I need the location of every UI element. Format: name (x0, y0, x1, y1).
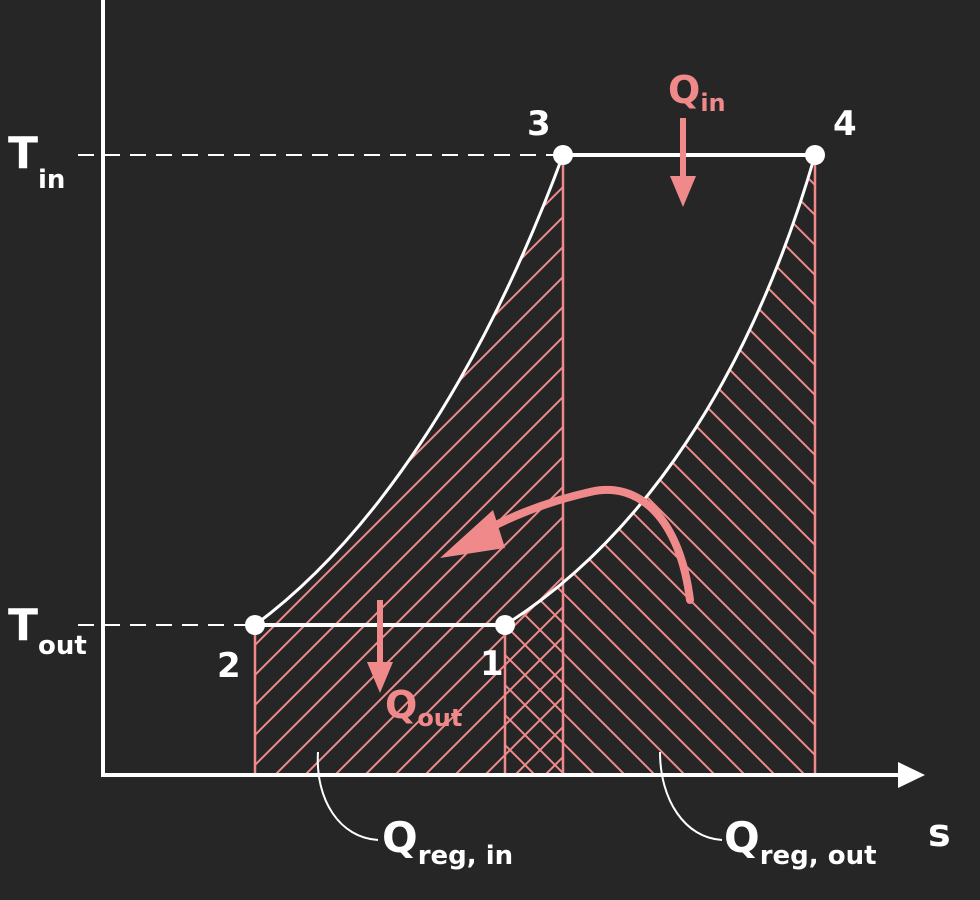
q-in-label-sub: in (700, 89, 725, 117)
q-out-label-sub: out (417, 704, 462, 732)
point-label-3: 3 (527, 104, 551, 144)
q-reg-out-label-main: Q (724, 813, 760, 862)
point-label-4: 4 (833, 104, 857, 144)
regeneration-arrow-head (440, 510, 505, 558)
q-reg-in-label-main: Q (382, 813, 418, 862)
q-out-label: Qout (385, 683, 462, 732)
state-point-1 (495, 615, 515, 635)
q-in-label-main: Q (668, 68, 700, 112)
state-point-2 (245, 615, 265, 635)
x-axis-label: s (928, 811, 951, 855)
q-reg-in-label-sub: reg, in (418, 841, 513, 871)
t-in-label-main: T (8, 128, 38, 179)
t-out-label: Tout (8, 600, 87, 661)
state-point-3 (553, 145, 573, 165)
q-reg-in-leader (316, 751, 379, 841)
t-in-label-sub: in (38, 165, 65, 195)
x-axis-arrow (898, 762, 925, 788)
q-out-arrow-head (367, 662, 393, 693)
t-out-label-sub: out (38, 631, 87, 661)
q-out-label-main: Q (385, 683, 417, 727)
q-reg-out-label: Qreg, out (724, 813, 877, 871)
q-reg-out-label-sub: reg, out (760, 841, 877, 871)
process-2-3 (254, 154, 565, 627)
t-in-label: Tin (8, 128, 65, 195)
regeneration-arrow-icon (466, 486, 694, 604)
q-reg-out-leader (659, 751, 723, 841)
q-in-label: Qin (668, 68, 726, 117)
point-label-1: 1 (480, 644, 504, 684)
t-out-label-main: T (8, 600, 38, 651)
q-in-arrow-head (670, 176, 696, 207)
point-label-2: 2 (217, 646, 241, 686)
state-point-4 (805, 145, 825, 165)
process-1-4 (504, 154, 817, 627)
q-reg-in-label: Qreg, in (382, 813, 513, 871)
